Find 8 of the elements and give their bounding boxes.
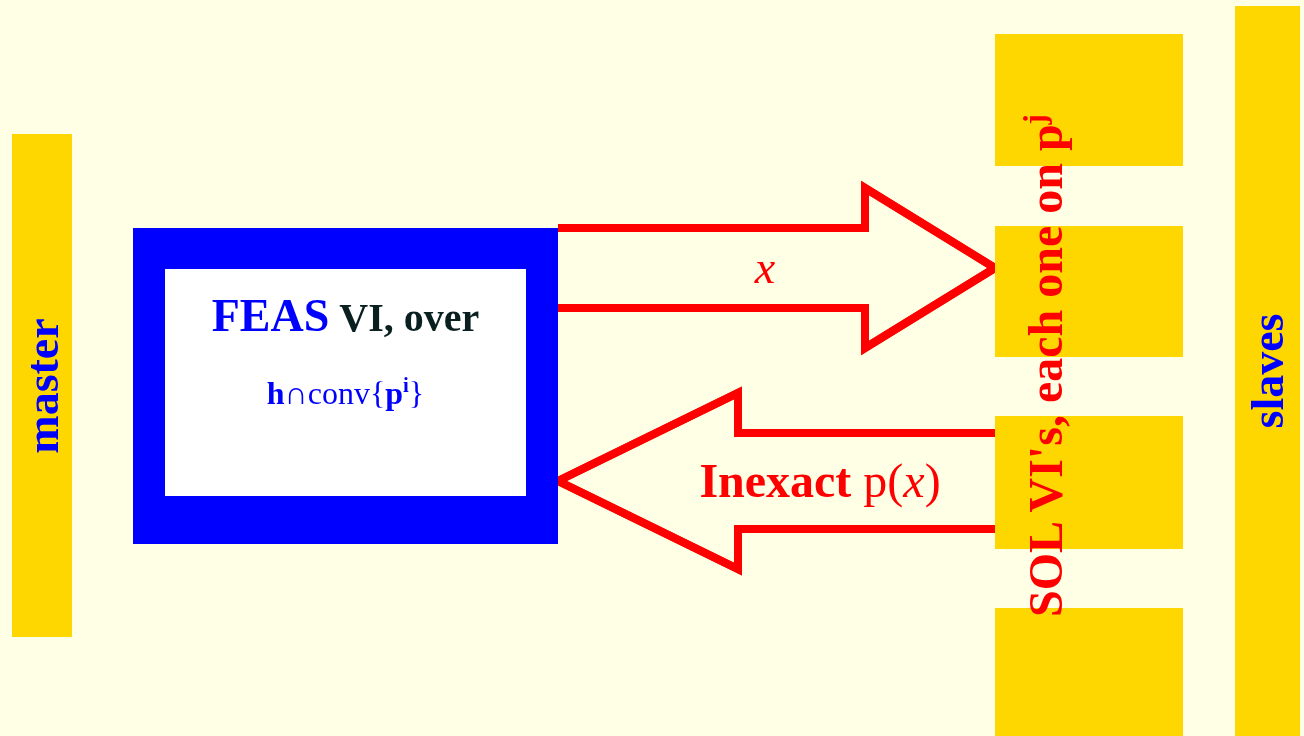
set-formula: h∩conv{p$^{i}$} — [265, 373, 426, 412]
bar-label: slaves — [1241, 312, 1294, 431]
heading-text: VI, over — [339, 295, 480, 340]
heading-keyword: FEAS — [211, 290, 330, 341]
feas-panel — [133, 228, 558, 544]
bar-label: master — [16, 316, 68, 456]
master-bar — [12, 134, 72, 637]
slaves-bar — [1235, 6, 1300, 736]
